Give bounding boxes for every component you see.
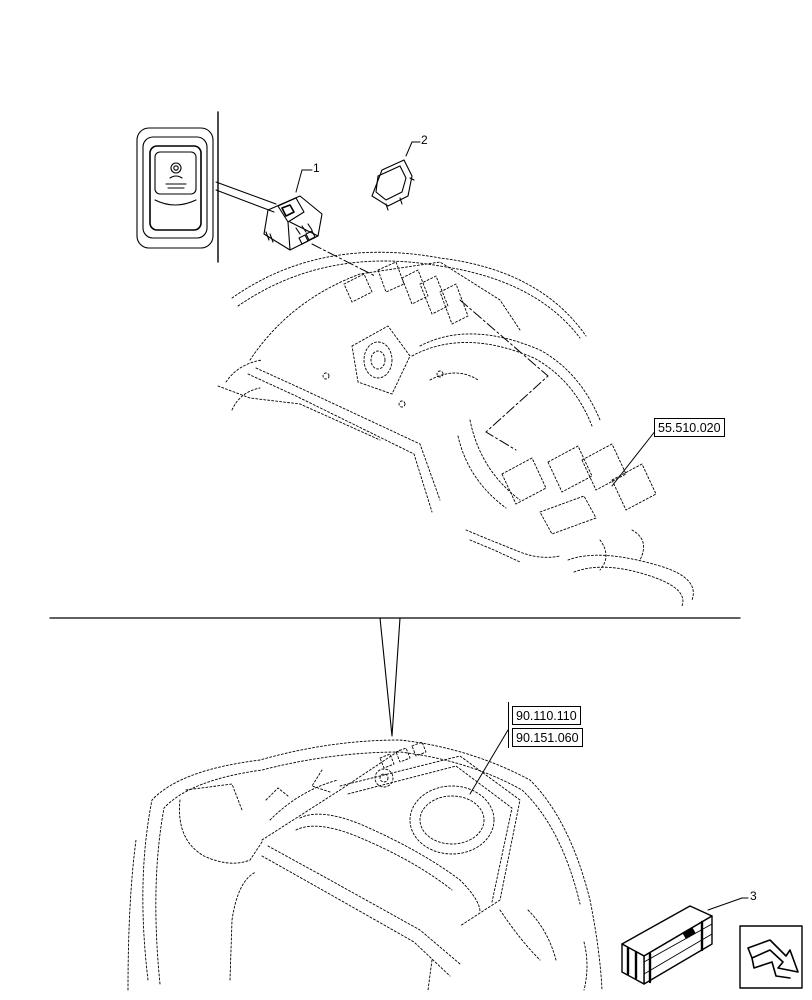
harness-leader: [611, 429, 657, 487]
callout-item-1: 1: [313, 161, 320, 175]
rocker-switch-part: [263, 195, 323, 251]
ref-cab-90-151-060[interactable]: 90.151.060: [512, 728, 583, 747]
upper-dashboard-phantom: [217, 251, 601, 513]
kit-crate-icon: [621, 905, 713, 985]
ref-harness-55-510-020[interactable]: 55.510.020: [654, 418, 725, 437]
next-page-arrow-icon[interactable]: [739, 925, 803, 989]
cab-leader: [469, 729, 509, 795]
callout-item-2: 2: [421, 133, 428, 147]
ref-bracket: [508, 702, 511, 748]
harness-connectors-phantom: [465, 443, 694, 607]
blanking-cover-part: [371, 159, 415, 211]
cab-overview-phantom: [127, 739, 603, 991]
location-pointer: [379, 617, 401, 737]
callout-item-3: 3: [750, 889, 757, 903]
detail-leader-bottom: [215, 189, 275, 213]
phantom-assembly-lines: [311, 243, 549, 451]
switch-detail-view: [136, 127, 214, 249]
ref-cab-90-110-110[interactable]: 90.110.110: [512, 706, 581, 725]
detail-leader-top: [215, 181, 277, 205]
